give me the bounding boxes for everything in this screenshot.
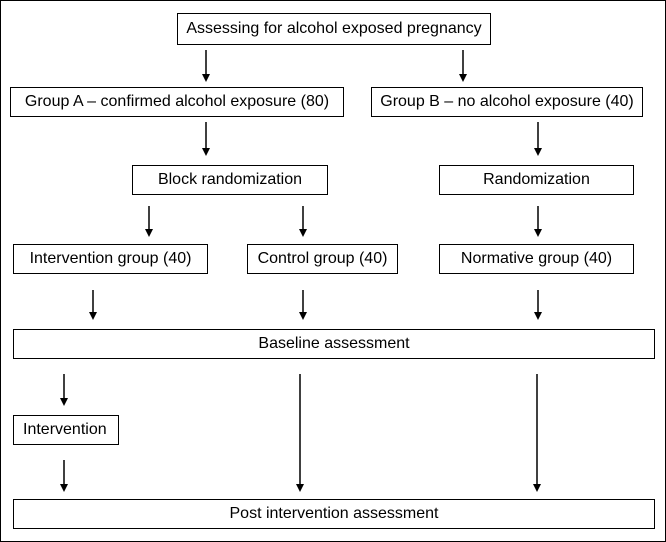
node-normative-group: Normative group (40) (439, 244, 634, 274)
node-group-b-label: Group B – no alcohol exposure (40) (380, 93, 634, 110)
node-group-a-label: Group A – confirmed alcohol exposure (80… (24, 93, 330, 110)
node-baseline-assessment: Baseline assessment (13, 329, 655, 359)
node-post-intervention-assessment-label: Post intervention assessment (229, 505, 439, 522)
node-block-randomization-label: Block randomization (157, 171, 303, 188)
node-baseline-assessment-label: Baseline assessment (258, 335, 410, 352)
node-assessing-label: Assessing for alcohol exposed pregnancy (186, 20, 482, 37)
node-intervention-label: Intervention (23, 421, 107, 438)
node-randomization: Randomization (439, 165, 634, 195)
node-normative-group-label: Normative group (40) (460, 250, 613, 267)
node-intervention: Intervention (13, 415, 119, 445)
node-intervention-group: Intervention group (40) (13, 244, 208, 274)
node-randomization-label: Randomization (483, 171, 590, 188)
node-assessing: Assessing for alcohol exposed pregnancy (177, 13, 491, 45)
node-group-b: Group B – no alcohol exposure (40) (371, 87, 643, 117)
node-group-a: Group A – confirmed alcohol exposure (80… (10, 87, 344, 117)
node-control-group-label: Control group (40) (257, 250, 388, 267)
node-intervention-group-label: Intervention group (40) (29, 250, 192, 267)
node-block-randomization: Block randomization (132, 165, 328, 195)
node-control-group: Control group (40) (247, 244, 398, 274)
node-post-intervention-assessment: Post intervention assessment (13, 499, 655, 529)
